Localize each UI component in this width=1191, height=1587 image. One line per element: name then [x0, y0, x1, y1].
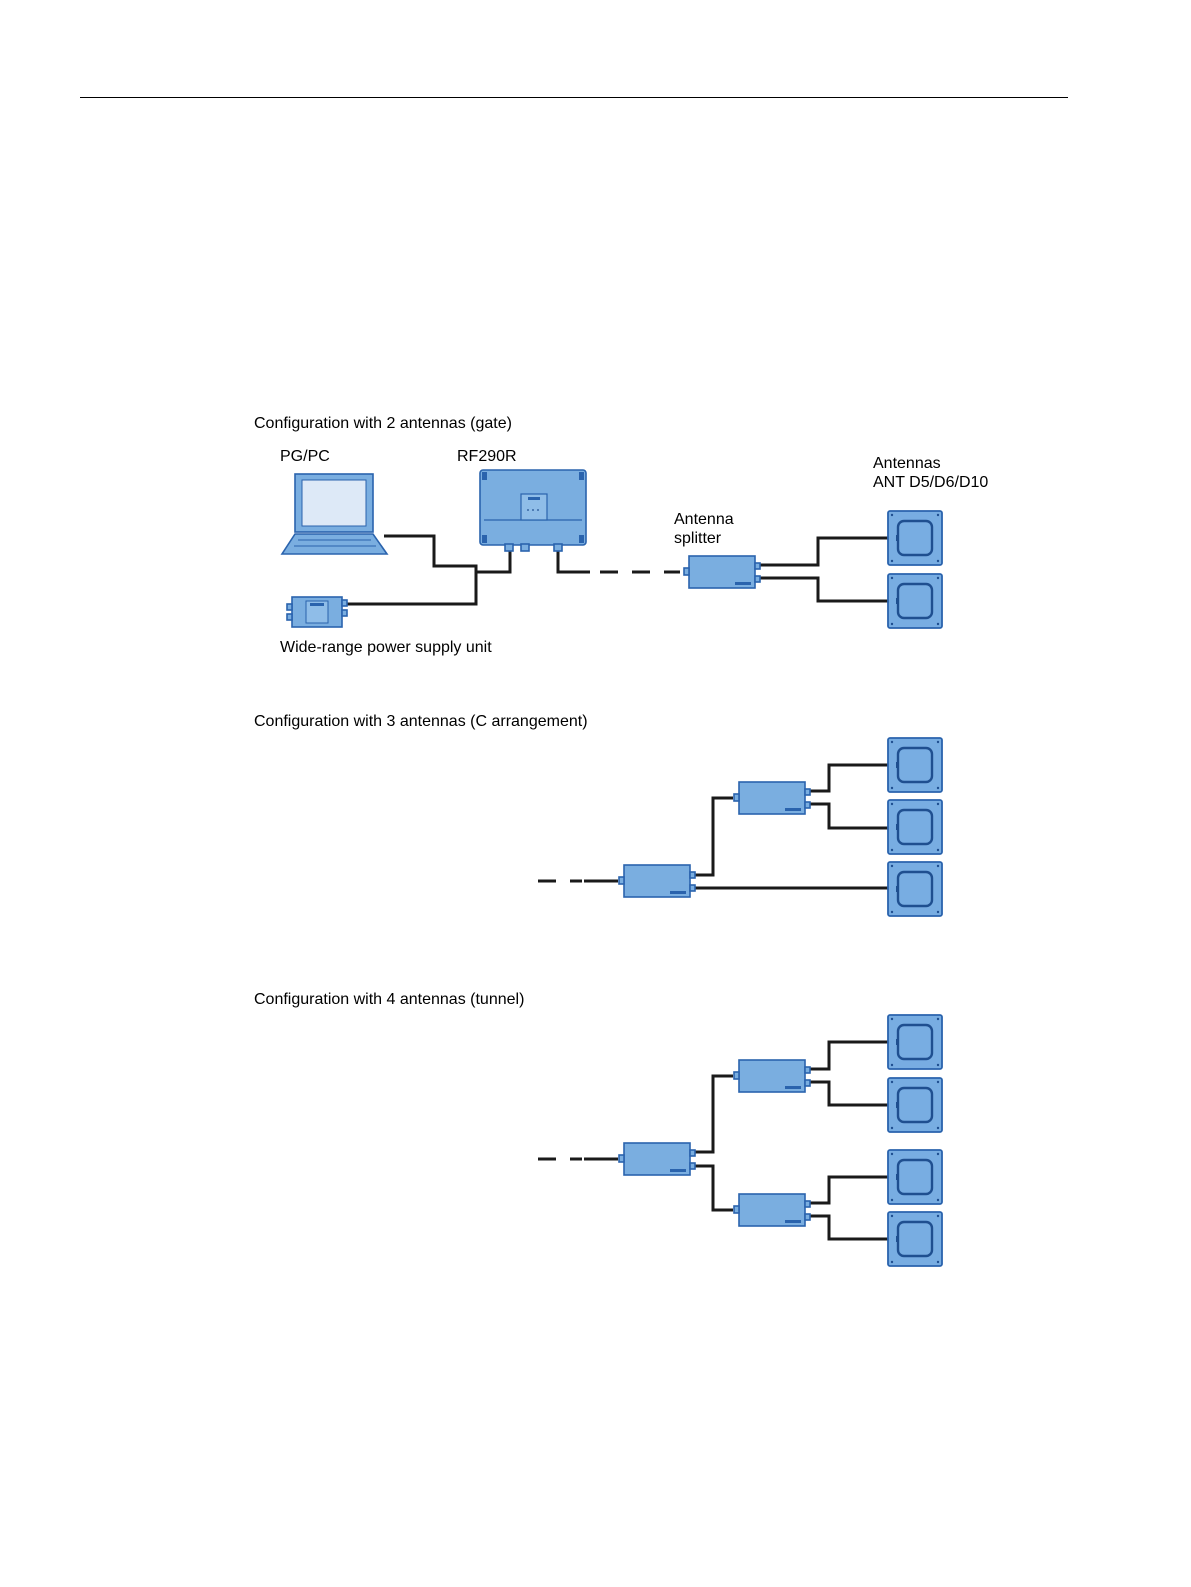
- rf290r-reader-icon: [480, 470, 586, 551]
- cable-splitter-ant2: [760, 578, 888, 601]
- antenna-splitter-icon: [734, 782, 810, 814]
- antenna-icon: [888, 738, 942, 792]
- cable-splitter-ant1: [760, 538, 888, 565]
- antenna-icon: [888, 862, 942, 916]
- antenna-icon: [888, 574, 942, 628]
- antenna-icon: [888, 1015, 942, 1069]
- antenna-icon: [888, 1150, 942, 1204]
- antenna-icon: [888, 1212, 942, 1266]
- antenna-splitter-icon: [684, 556, 760, 588]
- antenna-splitter-icon: [734, 1194, 810, 1226]
- antenna-icon: [888, 800, 942, 854]
- antenna-splitter-icon: [619, 1143, 695, 1175]
- laptop-icon: [282, 474, 387, 554]
- power-supply-icon: [287, 597, 347, 627]
- antenna-icon: [888, 1078, 942, 1132]
- antenna-icon: [888, 511, 942, 565]
- antenna-splitter-icon: [619, 865, 695, 897]
- antenna-splitter-icon: [734, 1060, 810, 1092]
